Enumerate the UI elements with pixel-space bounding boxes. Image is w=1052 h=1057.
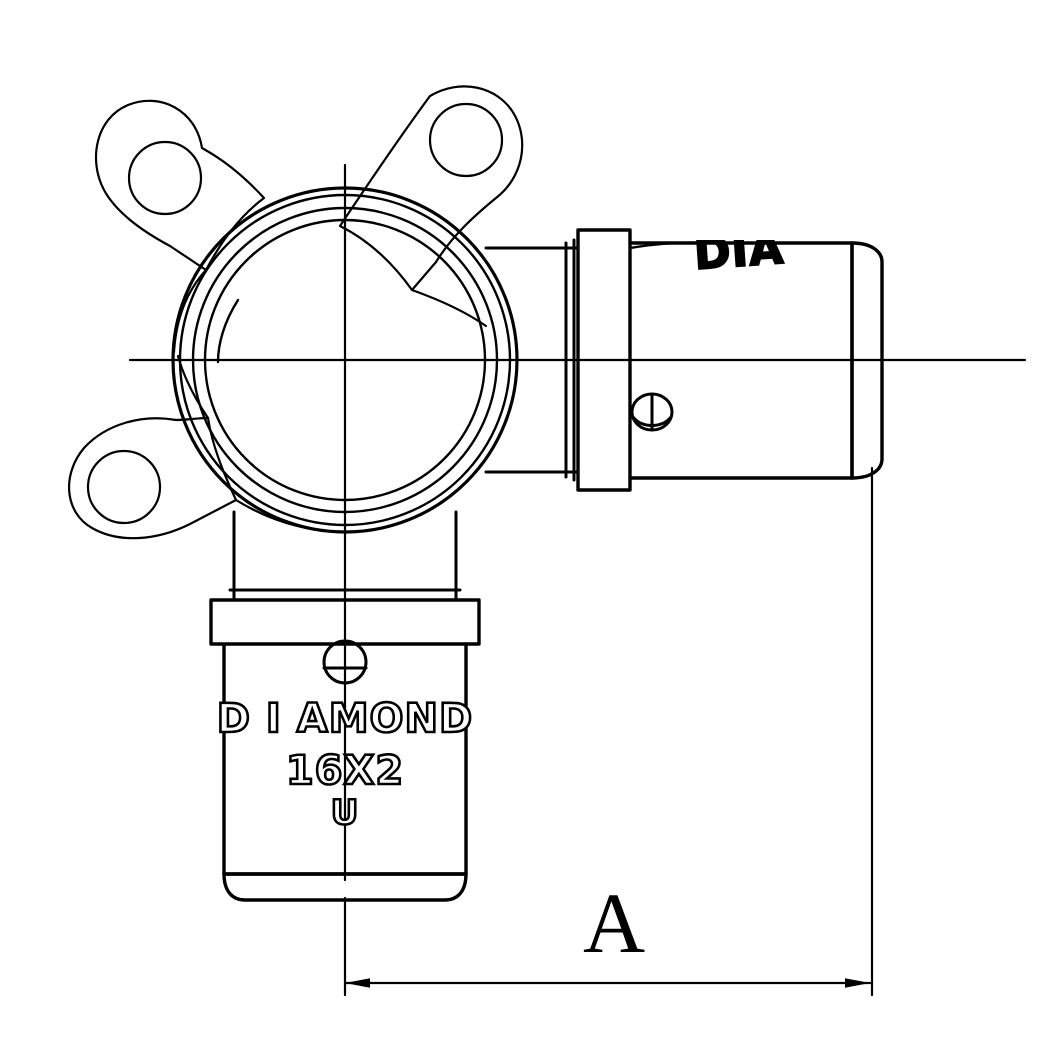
horizontal-sleeve-top-relief [628,241,714,250]
pipe-markings: D I AMOND 16X2 U DIA A [216,223,787,971]
bracket-hole-lower-left [86,449,162,525]
inspection-window-horizontal-base [632,416,672,427]
horizontal-brand-group: DIA [691,223,786,281]
drawing-content [67,85,1027,997]
bracket-lobe-lower-left [67,416,238,540]
bracket-hole-upper-left [127,140,203,216]
bracket-web-bottom [234,498,320,532]
body-inner-relief-arc [216,298,240,364]
inspection-window-horizontal [630,392,674,432]
bracket-lobe-upper-right [338,85,524,292]
vertical-size-text: 16X2 [286,748,404,794]
vertical-brand-text: D I AMOND [217,696,473,742]
dimension-a [343,466,874,997]
dimension-label-a: A [583,875,645,971]
mounting-bracket [67,85,524,540]
vertical-code-text: U [331,793,360,833]
centerlines [128,163,1027,957]
bracket-lobe-upper-left [94,99,266,272]
horizontal-brand-text: DIA [692,223,785,280]
bracket-hole-upper-right [428,102,504,178]
